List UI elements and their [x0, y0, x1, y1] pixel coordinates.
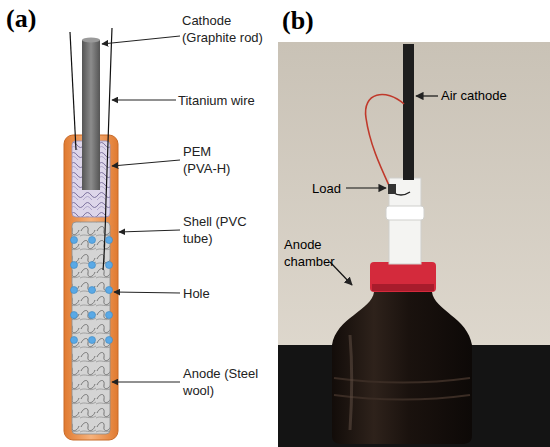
- tube-coupler: [386, 206, 424, 220]
- leader-arrows: [330, 96, 438, 285]
- bottle-ridge: [334, 378, 470, 383]
- part-label: Anode chamber: [284, 236, 352, 270]
- leader-arrow: [112, 160, 180, 166]
- bottle-cap: [370, 262, 436, 292]
- leader-arrow: [416, 95, 438, 96]
- air-cathode-rod: [403, 44, 414, 180]
- titanium-wire: [70, 32, 76, 150]
- wall-background: [278, 42, 550, 447]
- part-label: Load: [312, 180, 341, 197]
- part-label: Anode (Steel wool): [183, 365, 273, 399]
- part-label: Cathode (Graphite rod): [182, 12, 282, 46]
- leader-arrow: [114, 292, 180, 293]
- leader-arrows: [102, 36, 180, 382]
- load-resistor: [388, 184, 396, 194]
- photo-panel: [278, 42, 550, 447]
- leader-arrow: [119, 230, 180, 232]
- rod-top: [82, 38, 100, 43]
- leader-arrow: [112, 100, 176, 101]
- part-label: Titanium wire: [178, 92, 255, 109]
- cap-ring: [372, 284, 434, 291]
- bottle-body: [332, 292, 472, 444]
- part-label: Air cathode: [441, 87, 507, 104]
- titanium-wire: [103, 28, 112, 270]
- cathode-assembly: [64, 28, 118, 440]
- part-label: Shell (PVC tube): [183, 213, 263, 247]
- pvc-tube: [389, 178, 421, 264]
- leader-arrow: [112, 382, 180, 383]
- panel-letter: (b): [282, 6, 314, 36]
- part-label: PEM (PVA-H): [183, 143, 245, 177]
- panel-letter: (a): [6, 4, 36, 34]
- red-wire: [366, 95, 404, 192]
- graphite-rod: [82, 40, 100, 190]
- bottle-ridge: [334, 395, 470, 400]
- leader-arrow: [102, 36, 180, 44]
- bottle-highlight: [350, 335, 352, 430]
- hole-dots: [71, 237, 113, 344]
- part-label: Hole: [183, 285, 210, 302]
- leader-arrow: [346, 187, 386, 188]
